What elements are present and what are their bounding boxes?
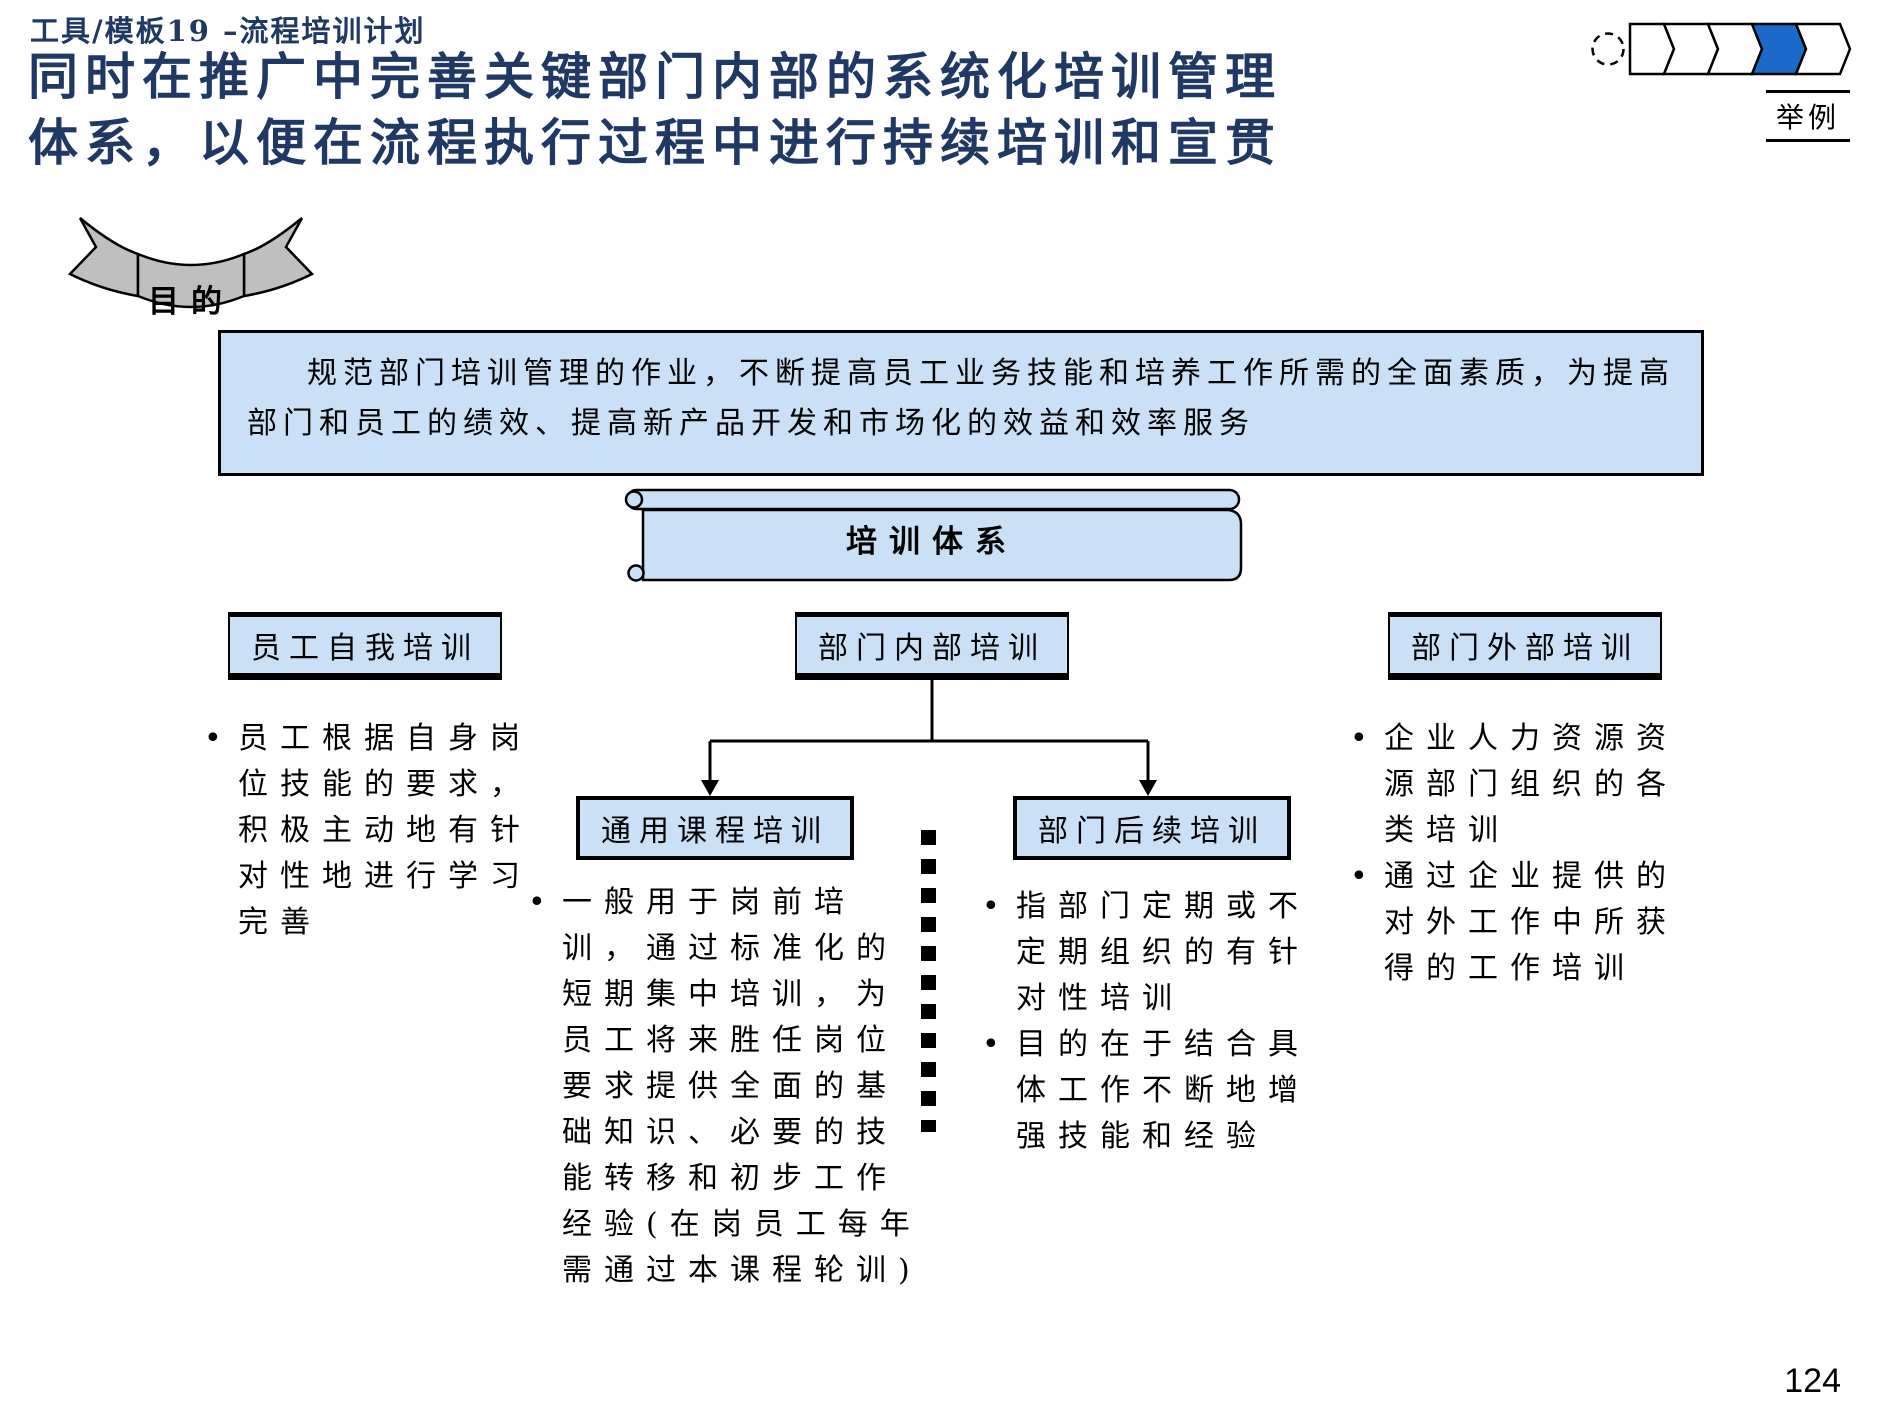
bullets-department-followup-training: 指部门定期或不定期组织的有针对性培训 目的在于结合具体工作不断地增强技能和经验 <box>982 884 1318 1160</box>
box-department-internal-training: 部门内部培训 <box>795 612 1069 680</box>
tree-connector-lines <box>701 678 1157 796</box>
list-item: 一般用于岗前培训，通过标准化的短期集中培训，为员工将来胜任岗位要求提供全面的基础… <box>528 880 922 1294</box>
progress-segment-5 <box>1794 22 1852 76</box>
bullet-icon <box>1350 716 1384 762</box>
bullet-icon <box>982 884 1016 930</box>
list-item: 通过企业提供的对外工作中所获得的工作培训 <box>1350 854 1686 992</box>
bullet-icon <box>204 716 238 762</box>
bullet-text: 指部门定期或不定期组织的有针对性培训 <box>1016 889 1310 1016</box>
list-item: 企业人力资源资源部门组织的各类培训 <box>1350 716 1686 854</box>
bullets-employee-self-training: 员工根据自身岗位技能的要求，积极主动地有针对性地进行学习完善 <box>204 716 540 946</box>
bullet-text: 一般用于岗前培训，通过标准化的短期集中培训，为员工将来胜任岗位要求提供全面的基础… <box>562 885 922 1288</box>
page-title: 同时在推广中完善关键部门内部的系统化培训管理 体系，以便在流程执行过程中进行持续… <box>28 44 1588 176</box>
purpose-box: 规范部门培训管理的作业，不断提高员工业务技能和培养工作所需的全面素质，为提高部门… <box>218 330 1704 476</box>
box-department-external-training: 部门外部培训 <box>1388 612 1662 680</box>
slide-header-label: 工具/模板19 –流程培训计划 <box>30 14 426 48</box>
ribbon-left-wing <box>67 217 140 298</box>
box-department-followup-training: 部门后续培训 <box>1013 796 1291 860</box>
page-number: 124 <box>1784 1362 1841 1400</box>
scroll-bottom-curl <box>627 564 645 582</box>
bullet-icon <box>982 1022 1016 1068</box>
list-item: 目的在于结合具体工作不断地增强技能和经验 <box>982 1022 1318 1160</box>
bullet-icon <box>528 880 562 926</box>
page-title-line2: 体系，以便在流程执行过程中进行持续培训和宣贯 <box>28 113 1282 172</box>
list-item: 指部门定期或不定期组织的有针对性培训 <box>982 884 1318 1022</box>
purpose-ribbon-label: 目的 <box>148 284 234 320</box>
box-employee-self-training: 员工自我培训 <box>228 612 502 680</box>
example-tag: 举例 <box>1766 90 1851 142</box>
bullet-text: 企业人力资源资源部门组织的各类培训 <box>1384 721 1678 848</box>
purpose-text: 规范部门培训管理的作业，不断提高员工业务技能和培养工作所需的全面素质，为提高部门… <box>247 356 1675 441</box>
bullets-department-external-training: 企业人力资源资源部门组织的各类培训 通过企业提供的对外工作中所获得的工作培训 <box>1350 716 1686 992</box>
arrow-down-left-icon <box>701 780 719 796</box>
bullet-icon <box>1350 854 1384 900</box>
dashed-divider <box>921 830 936 1132</box>
bullet-text: 目的在于结合具体工作不断地增强技能和经验 <box>1016 1027 1310 1154</box>
page-title-line1: 同时在推广中完善关键部门内部的系统化培训管理 <box>28 47 1282 106</box>
bullet-text: 通过企业提供的对外工作中所获得的工作培训 <box>1384 859 1678 986</box>
scroll-top-curl <box>624 490 644 509</box>
box-general-course-training: 通用课程培训 <box>576 796 854 860</box>
bullets-general-course-training: 一般用于岗前培训，通过标准化的短期集中培训，为员工将来胜任岗位要求提供全面的基础… <box>528 880 922 1294</box>
bullet-text: 员工根据自身岗位技能的要求，积极主动地有针对性地进行学习完善 <box>238 721 532 940</box>
scroll-body <box>641 508 1243 582</box>
purpose-ribbon-icon <box>67 217 315 309</box>
arrow-down-right-icon <box>1139 780 1157 796</box>
scroll-top-roll <box>625 488 1241 511</box>
ribbon-right-wing <box>242 217 315 298</box>
dashed-circle-icon <box>1591 32 1625 66</box>
training-system-scroll-icon <box>624 488 1243 582</box>
progress-chevron-strip <box>1591 22 1852 76</box>
training-system-label: 培训体系 <box>846 524 1018 560</box>
list-item: 员工根据自身岗位技能的要求，积极主动地有针对性地进行学习完善 <box>204 716 540 946</box>
